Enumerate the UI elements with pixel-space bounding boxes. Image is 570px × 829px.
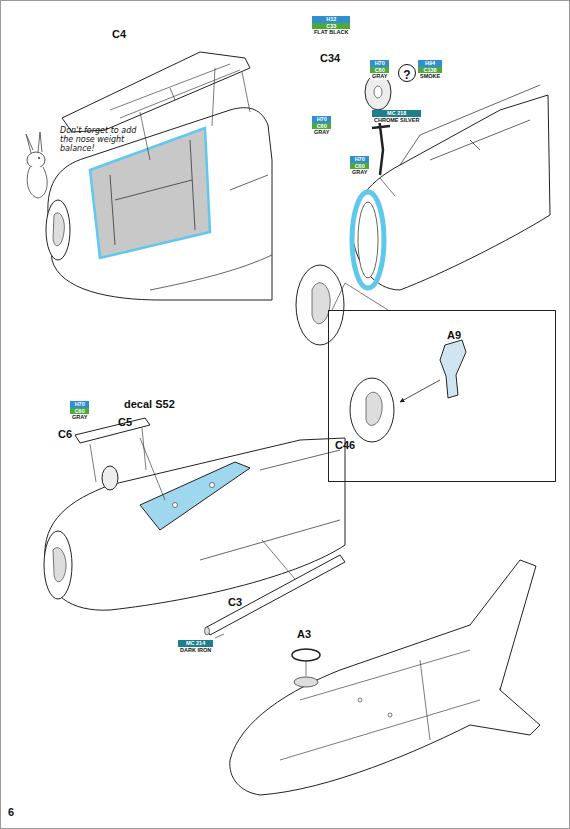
bunny-ears <box>26 132 42 153</box>
color-name: DARK IRON <box>178 647 213 654</box>
color-code: C60 <box>70 408 89 415</box>
wheel-hub <box>374 86 382 98</box>
part-number: C34 <box>320 52 340 64</box>
part-number: C5 <box>118 416 132 428</box>
part-number: A9 <box>447 329 461 341</box>
part-number: C4 <box>112 28 126 40</box>
paint-callout: MC 218CHROME SILVER <box>372 110 421 123</box>
cockpit-floor <box>90 128 210 258</box>
paint-callout: H70C60GRAY <box>70 401 89 421</box>
ring-part <box>292 649 320 661</box>
color-name: GRAY <box>312 129 331 136</box>
cockpit-frame <box>110 140 195 245</box>
label-text: C5 <box>118 416 132 428</box>
intake-inner <box>366 392 382 425</box>
label-text: C4 <box>112 28 126 40</box>
paint-callout: MC 214DARK IRON <box>178 640 213 653</box>
color-code: H94 <box>418 60 442 67</box>
gun-barrel <box>205 555 345 635</box>
intake <box>44 531 72 599</box>
intake-part <box>296 265 344 345</box>
color-code: C60 <box>370 67 389 74</box>
leader-line <box>140 68 250 160</box>
bunny-body <box>27 167 47 198</box>
color-code: H70 <box>70 401 89 408</box>
color-name: CHROME SILVER <box>372 117 421 124</box>
color-code: C138 <box>418 67 442 74</box>
color-code: MC 218 <box>372 110 421 117</box>
color-name: GRAY <box>70 414 89 421</box>
label-text: A3 <box>297 628 311 640</box>
color-name: GRAY <box>350 169 369 176</box>
detail-inset: A9C46 <box>328 310 556 482</box>
label-text: C6 <box>58 428 72 440</box>
color-code: C33 <box>312 23 350 30</box>
color-code: H70 <box>370 60 389 67</box>
color-code: MC 214 <box>178 640 213 647</box>
panel-hole <box>388 713 392 717</box>
paint-callout: H70C60GRAY <box>370 60 389 80</box>
color-code: H70 <box>312 116 331 123</box>
part-number: A3 <box>297 628 311 640</box>
paint-callout: H94C138SMOKE <box>418 60 442 80</box>
color-code: H70 <box>350 156 369 163</box>
panel-line <box>200 450 340 560</box>
cover-part <box>62 52 250 132</box>
color-code: ? <box>403 68 410 82</box>
decal-reference: decal S52 <box>124 398 175 410</box>
gun-panel <box>140 462 250 530</box>
assembly-arrow <box>400 380 440 402</box>
paint-callout: H70C60GRAY <box>350 156 369 176</box>
cover-detail <box>110 64 240 118</box>
bunny-head <box>27 152 45 168</box>
paint-callout: H70C60GRAY <box>312 116 331 136</box>
leader-line <box>332 178 395 310</box>
color-name: SMOKE <box>418 73 442 80</box>
gun-cover-part <box>75 418 150 443</box>
color-name: GRAY <box>370 73 389 80</box>
tail-fin <box>470 560 536 690</box>
color-name: FLAT BLACK <box>312 29 350 36</box>
insert-part <box>440 340 466 398</box>
nose-wheel <box>365 74 391 110</box>
panel-line <box>400 85 540 165</box>
part-number: C6 <box>58 428 72 440</box>
color-code: C60 <box>350 163 369 170</box>
color-code: H12 <box>312 16 350 23</box>
label-text: 6 <box>8 806 14 818</box>
panel-line <box>280 650 480 760</box>
intake-ring <box>358 202 378 278</box>
gun-muzzle <box>205 627 210 635</box>
panel-hole <box>358 698 362 702</box>
part-number: C3 <box>228 596 242 608</box>
label-text: C34 <box>320 52 340 64</box>
leader-line <box>215 634 224 638</box>
color-code: C60 <box>312 123 331 130</box>
part-number: C46 <box>335 439 355 451</box>
bunny-eye <box>38 157 40 159</box>
nose-wheel <box>102 466 118 490</box>
panel-hole <box>173 503 178 508</box>
paint-callout: H12C33FLAT BLACK <box>312 16 350 36</box>
intake-part <box>350 378 394 442</box>
fuselage-outline <box>48 108 272 300</box>
panel-hole <box>210 483 215 488</box>
label-text: C3 <box>228 596 242 608</box>
note-text: Don't forget to add the nose weight bala… <box>60 126 138 154</box>
leader-line <box>306 662 307 676</box>
query-symbol: ? <box>398 64 416 82</box>
intake-inner <box>53 548 66 582</box>
intake-ring-highlight <box>352 192 384 288</box>
intake-inner <box>53 213 64 246</box>
leader-line <box>90 428 300 585</box>
intake <box>46 200 70 260</box>
ring-opening <box>294 677 318 687</box>
label-text: Don't forget to add the nose weight bala… <box>60 126 136 153</box>
label-text: decal S52 <box>124 398 175 410</box>
page-number: 6 <box>8 806 14 818</box>
